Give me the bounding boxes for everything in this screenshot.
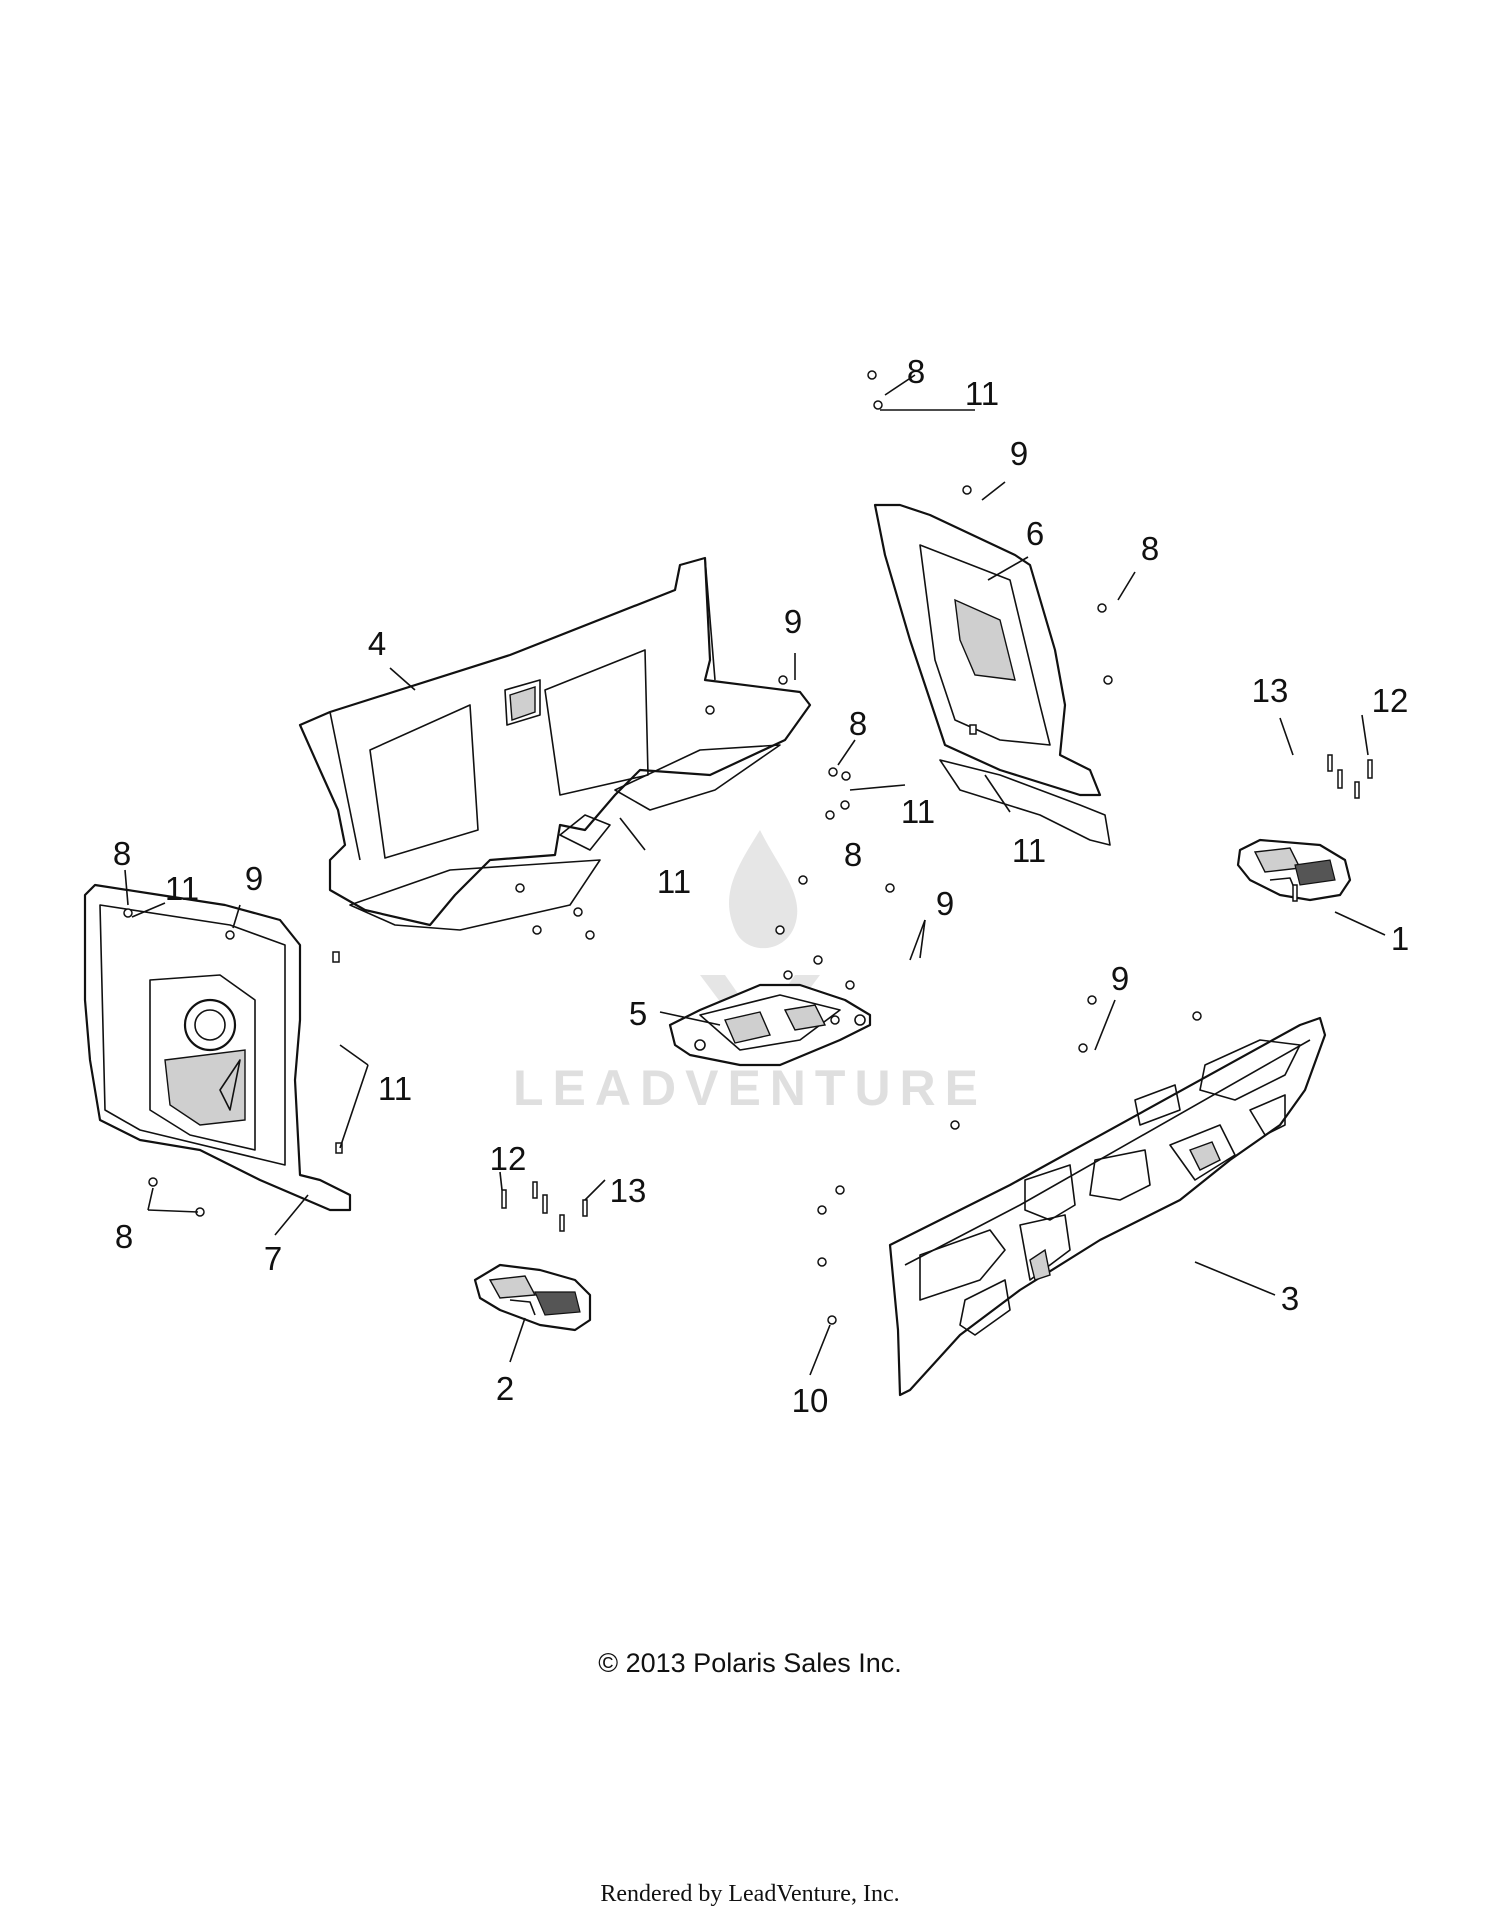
fastener-icon bbox=[867, 370, 877, 380]
fastener-icon bbox=[1078, 1043, 1088, 1053]
fastener-icon bbox=[1337, 769, 1343, 789]
fastener-icon bbox=[828, 767, 838, 777]
callout-8f: 8 bbox=[115, 1218, 133, 1255]
fastener-icon bbox=[830, 1015, 840, 1025]
fastener-icon bbox=[1087, 995, 1097, 1005]
fastener-icon bbox=[845, 980, 855, 990]
part-4-seat-base bbox=[298, 556, 812, 931]
fastener-icon bbox=[798, 875, 808, 885]
callout-7: 7 bbox=[264, 1240, 282, 1277]
callout-12b: 12 bbox=[490, 1140, 527, 1177]
fastener-icon bbox=[817, 1205, 827, 1215]
callout-3: 3 bbox=[1281, 1280, 1299, 1317]
fastener-icon bbox=[783, 970, 793, 980]
fastener-icon bbox=[335, 1142, 343, 1154]
fastener-icon bbox=[778, 675, 788, 685]
fastener-icon bbox=[813, 955, 823, 965]
fastener-icon bbox=[841, 771, 851, 781]
callout-11f: 11 bbox=[378, 1070, 412, 1107]
fastener-icon bbox=[1354, 781, 1360, 799]
callout-11d: 11 bbox=[657, 863, 691, 900]
callout-9c: 9 bbox=[936, 885, 954, 922]
fastener-icon bbox=[582, 1199, 588, 1217]
copyright-notice: © 2013 Polaris Sales Inc. bbox=[598, 1648, 902, 1678]
callouts: 1 2 3 4 5 6 7 8 8 8 8 8 8 9 9 9 9 9 10 1… bbox=[113, 353, 1409, 1419]
fastener-icon bbox=[501, 1189, 507, 1209]
fastener-icon bbox=[825, 810, 835, 820]
part-7-left-side-panel bbox=[83, 883, 352, 1212]
fastener-icon bbox=[1292, 884, 1298, 902]
fastener-icon bbox=[950, 1120, 960, 1130]
fastener-icon bbox=[873, 400, 883, 410]
fastener-icon bbox=[532, 1181, 538, 1199]
fastener-icon bbox=[840, 800, 850, 810]
fastener-icon bbox=[225, 930, 235, 940]
callout-11e: 11 bbox=[165, 870, 199, 907]
fastener-icon bbox=[332, 951, 340, 963]
fastener-icon bbox=[885, 883, 895, 893]
callout-8e: 8 bbox=[113, 835, 131, 872]
fastener-icon bbox=[827, 1315, 837, 1325]
leader-lines bbox=[124, 374, 1386, 1376]
part-2-footrest-left bbox=[473, 1263, 592, 1332]
fastener-icon bbox=[1367, 759, 1373, 779]
fastener-icon bbox=[775, 925, 785, 935]
part-3-floor-panel bbox=[888, 1016, 1327, 1397]
callout-11a: 11 bbox=[965, 375, 999, 412]
callout-8b: 8 bbox=[1141, 530, 1159, 567]
callout-8c: 8 bbox=[849, 705, 867, 742]
callout-12a: 12 bbox=[1372, 682, 1409, 719]
callout-4: 4 bbox=[368, 625, 386, 662]
fastener-icon bbox=[962, 485, 972, 495]
fastener-icon bbox=[573, 907, 583, 917]
fastener-icon bbox=[559, 1214, 565, 1232]
watermark-text: LEADVENTURE bbox=[513, 1060, 987, 1116]
callout-10: 10 bbox=[792, 1382, 829, 1419]
callout-13a: 13 bbox=[1252, 672, 1289, 709]
part-6-right-side-panel bbox=[873, 503, 1111, 846]
callout-11c: 11 bbox=[1012, 832, 1046, 869]
callout-9b: 9 bbox=[784, 603, 802, 640]
callout-5: 5 bbox=[629, 995, 647, 1032]
callout-1: 1 bbox=[1391, 920, 1409, 957]
fastener-icon bbox=[532, 925, 542, 935]
fastener-icon bbox=[148, 1177, 158, 1187]
fastener-icon bbox=[1327, 754, 1333, 772]
fastener-icon bbox=[1103, 675, 1113, 685]
fastener-icon bbox=[515, 883, 525, 893]
callout-13b: 13 bbox=[610, 1172, 647, 1209]
callout-11b: 11 bbox=[901, 793, 935, 830]
fasteners bbox=[123, 370, 1373, 1325]
part-5-floor-bracket bbox=[668, 983, 872, 1067]
callout-8a: 8 bbox=[907, 353, 925, 390]
fastener-icon bbox=[123, 908, 133, 918]
fastener-icon bbox=[835, 1185, 845, 1195]
callout-9d: 9 bbox=[245, 860, 263, 897]
fastener-icon bbox=[1097, 603, 1107, 613]
callout-9e: 9 bbox=[1111, 960, 1129, 997]
callout-9a: 9 bbox=[1010, 435, 1028, 472]
rendered-by-credit: Rendered by LeadVenture, Inc. bbox=[600, 1881, 900, 1907]
callout-2: 2 bbox=[496, 1370, 514, 1407]
callout-6: 6 bbox=[1026, 515, 1044, 552]
fastener-icon bbox=[585, 930, 595, 940]
fastener-icon bbox=[1192, 1011, 1202, 1021]
leadventure-watermark: LEADVENTURE bbox=[513, 830, 987, 1116]
fastener-icon bbox=[969, 724, 977, 735]
fastener-icon bbox=[542, 1194, 548, 1214]
fastener-icon bbox=[817, 1257, 827, 1267]
callout-8d: 8 bbox=[844, 836, 862, 873]
fastener-icon bbox=[705, 705, 715, 715]
